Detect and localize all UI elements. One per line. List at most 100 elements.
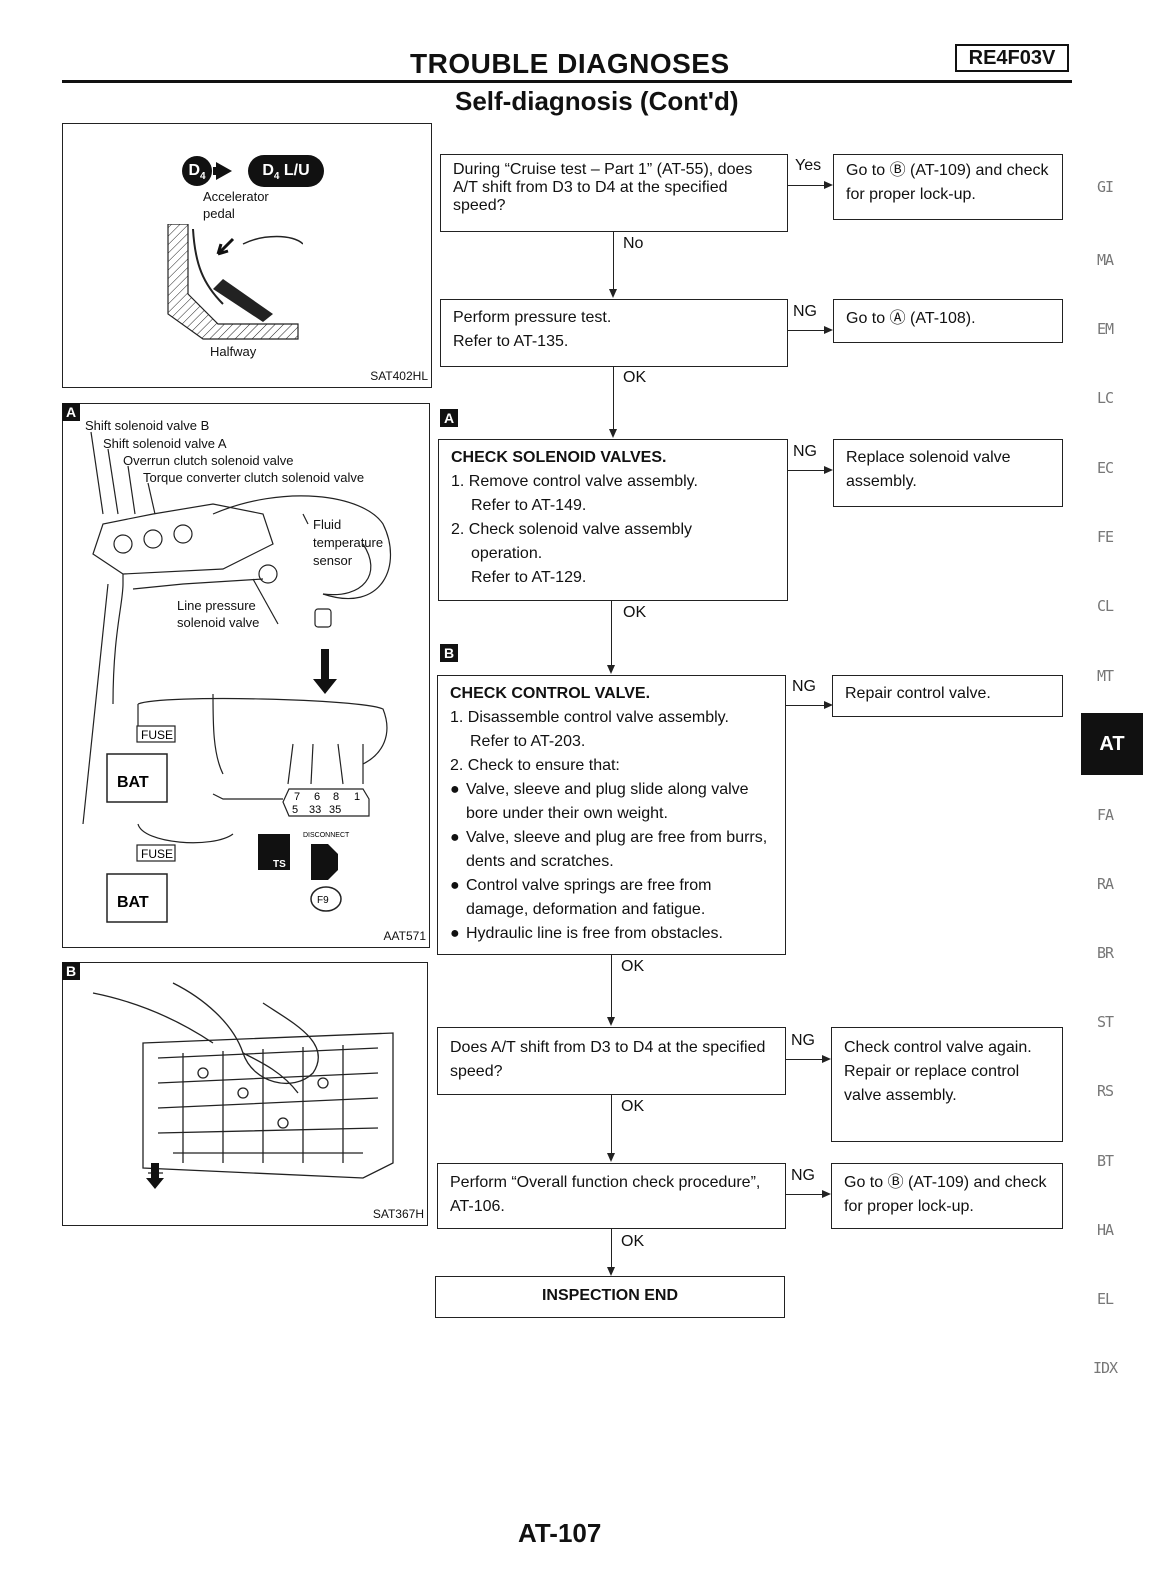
step3-line3: 2. Check solenoid valve assembly <box>451 521 693 538</box>
sidebar-item-em[interactable]: EM <box>1096 320 1114 338</box>
ok-label: OK <box>621 1098 645 1115</box>
inspection-end-label: INSPECTION END <box>541 1287 678 1304</box>
yes-label: Yes <box>795 157 822 174</box>
result-recheck-control-valve: Check control valve again. Repair or rep… <box>831 1027 1063 1142</box>
sidebar-item-br[interactable]: BR <box>1096 944 1114 962</box>
step2-line2: Refer to AT-135. <box>453 333 569 350</box>
header-rule <box>62 80 1072 83</box>
sidebar-item-ma[interactable]: MA <box>1096 251 1114 269</box>
result-lockup-2: Go to Ⓑ (AT-109) and check for proper lo… <box>831 1163 1063 1229</box>
arrow-down-icon <box>609 289 617 298</box>
arrow-right-icon <box>824 466 833 474</box>
ok-label: OK <box>621 1233 645 1250</box>
step4-line3: 2. Check to ensure that: <box>450 757 620 774</box>
sidebar-item-mt[interactable]: MT <box>1096 667 1114 685</box>
sidebar-item-fa[interactable]: FA <box>1096 806 1114 824</box>
arrow-down-icon <box>607 1017 615 1026</box>
conn-pin-8: 8 <box>333 791 339 803</box>
flow-step-shift-check: Does A/T shift from D3 to D4 at the spec… <box>437 1027 786 1095</box>
connector <box>786 705 824 706</box>
fuse-2-label: FUSE <box>141 847 173 861</box>
conn-pin-5: 5 <box>292 804 298 816</box>
sidebar-item-at-label: AT <box>1099 733 1125 755</box>
sidebar-item-ec[interactable]: EC <box>1096 459 1114 477</box>
conn-pin-35: 35 <box>329 804 341 816</box>
flow-step-check-control-valve: CHECK CONTROL VALVE. 1. Disassemble cont… <box>437 675 786 955</box>
sidebar-item-bt[interactable]: BT <box>1096 1152 1114 1170</box>
step4-bullet-3: ●Control valve springs are free from dam… <box>450 877 712 918</box>
ng-label: NG <box>793 443 817 460</box>
step3-line5: Refer to AT-129. <box>471 569 587 586</box>
ng-label: NG <box>793 303 817 320</box>
sidebar-item-idx[interactable]: IDX <box>1092 1359 1118 1377</box>
ok-label: OK <box>623 604 647 621</box>
sidebar-item-el[interactable]: EL <box>1096 1290 1114 1308</box>
bat-2-label: BAT <box>117 894 149 911</box>
step5-text: Does A/T shift from D3 to D4 at the spec… <box>450 1039 766 1080</box>
arrow-right-icon-stem <box>213 167 221 175</box>
line-pressure-label: Line pressure solenoid valve <box>177 598 260 630</box>
page-number: AT-107 <box>518 1518 602 1548</box>
sidebar-item-cl[interactable]: CL <box>1096 597 1114 615</box>
solenoid-wiring-diagram: FUSE BAT FUSE BAT 7 6 8 1 5 33 35 DISCON… <box>82 431 392 923</box>
flow-letter-b: B <box>440 644 458 662</box>
sidebar-item-st[interactable]: ST <box>1096 1013 1114 1031</box>
control-valve-illustration <box>92 982 394 1189</box>
step3-line2: Refer to AT-149. <box>471 497 587 514</box>
arrow-right-icon <box>822 1190 831 1198</box>
sidebar-item-at[interactable]: AT <box>1081 713 1143 775</box>
sidebar-item-gi[interactable]: GI <box>1096 178 1114 196</box>
ng-label: NG <box>791 1032 815 1049</box>
ok-label: OK <box>621 958 645 975</box>
result-repair-control-valve: Repair control valve. <box>832 675 1063 717</box>
result-text-2: Repair or replace control valve assembly… <box>844 1063 1020 1104</box>
result-text: Repair control valve. <box>845 685 991 702</box>
figure-control-valve: B SAT367H <box>62 962 428 1226</box>
step4-bullet-4: ●Hydraulic line is free from obstacles. <box>450 925 723 942</box>
ng-label: NG <box>792 678 816 695</box>
connector <box>611 601 612 666</box>
step6-text: Perform “Overall function check procedur… <box>450 1174 761 1215</box>
arrow-down-icon <box>607 1153 615 1162</box>
ng-label: NG <box>791 1167 815 1184</box>
sidebar-item-fe[interactable]: FE <box>1096 528 1114 546</box>
figure-code: SAT402HL <box>370 369 428 383</box>
sidebar-item-ra[interactable]: RA <box>1096 875 1114 893</box>
step3-title: CHECK SOLENOID VALVES. <box>451 449 667 466</box>
ok-label: OK <box>623 369 647 386</box>
connector <box>788 330 824 331</box>
figure-letter-b: B <box>62 962 80 980</box>
section-code: RE4F03V <box>968 47 1056 69</box>
d4-badge: D4 <box>182 156 212 186</box>
conn-pin-33: 33 <box>309 804 321 816</box>
result-replace-solenoid: Replace solenoid valve assembly. <box>833 439 1063 507</box>
result-go-to-a: Go to Ⓐ (AT-108). <box>833 299 1063 343</box>
sidebar-item-ha[interactable]: HA <box>1096 1221 1114 1239</box>
figure-letter-a: A <box>62 403 80 421</box>
ts-label: TS <box>273 859 286 870</box>
flow-letter-a: A <box>440 409 458 427</box>
page-subtitle: Self-diagnosis (Cont'd) <box>455 86 739 116</box>
conn-pin-6: 6 <box>314 791 320 803</box>
result-text: Replace solenoid valve assembly. <box>846 449 1011 490</box>
arrow-right-icon <box>824 181 833 189</box>
conn-pin-7: 7 <box>294 791 300 803</box>
connector <box>611 955 612 1018</box>
d4-lu-badge: D4 L/U <box>248 155 324 187</box>
connector <box>788 470 824 471</box>
sidebar-item-rs[interactable]: RS <box>1096 1082 1114 1100</box>
step4-bullet-2: ●Valve, sleeve and plug are free from bu… <box>450 829 768 870</box>
connector <box>786 1059 822 1060</box>
connector <box>786 1194 822 1195</box>
connector <box>788 185 824 186</box>
step4-title: CHECK CONTROL VALVE. <box>450 685 651 702</box>
fuse-1-label: FUSE <box>141 728 173 742</box>
step1-text: During “Cruise test – Part 1” (AT-55), d… <box>453 161 753 214</box>
arrow-down-icon <box>607 1267 615 1276</box>
arrow-right-icon <box>822 1055 831 1063</box>
step3-line4: operation. <box>471 545 543 562</box>
flow-step-pressure-test: Perform pressure test. Refer to AT-135. <box>440 299 788 367</box>
step4-line1: 1. Disassemble control valve assembly. <box>450 709 729 726</box>
sidebar-item-lc[interactable]: LC <box>1096 389 1114 407</box>
figure-code: AAT571 <box>383 929 426 943</box>
